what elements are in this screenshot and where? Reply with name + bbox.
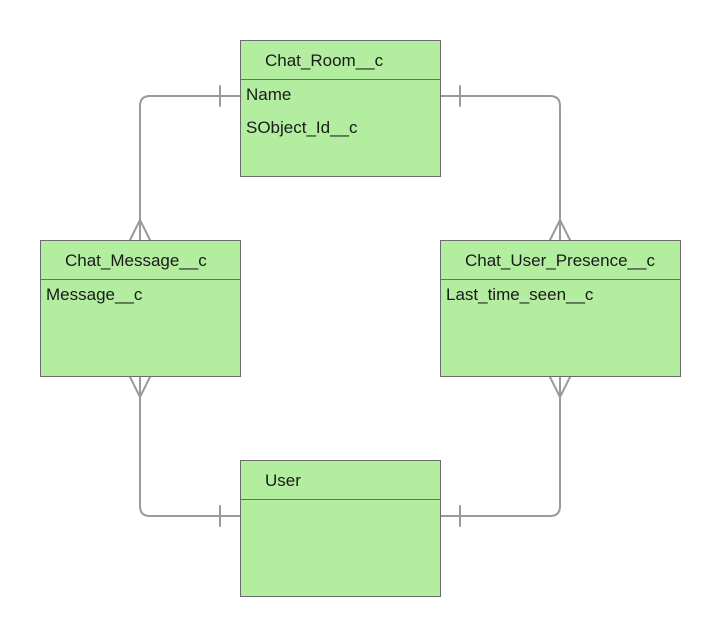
relationship-chat-room-chat-message[interactable] [129, 85, 241, 241]
entity-title: Chat_Room__c [241, 41, 440, 80]
entity-fields: Message__c [41, 280, 240, 376]
field-sobject-id: SObject_Id__c [246, 118, 358, 137]
entity-chat-room[interactable]: Chat_Room__c Name SObject_Id__c [240, 40, 441, 177]
entity-chat-user-presence[interactable]: Chat_User_Presence__c Last_time_seen__c [440, 240, 681, 377]
many-marker [549, 219, 571, 241]
relationship-user-chat-user-presence[interactable] [440, 376, 571, 527]
many-marker [129, 376, 151, 398]
field-last-time-seen: Last_time_seen__c [446, 285, 594, 304]
entity-title: Chat_User_Presence__c [441, 241, 680, 280]
many-marker [129, 219, 151, 241]
entity-title: User [241, 461, 440, 500]
field-name: Name [246, 85, 292, 104]
entity-fields: Name SObject_Id__c [241, 80, 440, 176]
entity-user[interactable]: User [240, 460, 441, 597]
many-marker [549, 376, 571, 398]
relationship-chat-room-chat-user-presence[interactable] [440, 85, 571, 241]
entity-chat-message[interactable]: Chat_Message__c Message__c [40, 240, 241, 377]
entity-title: Chat_Message__c [41, 241, 240, 280]
entity-fields: Last_time_seen__c [441, 280, 680, 376]
relationship-user-chat-message[interactable] [129, 376, 241, 527]
field-message: Message__c [46, 285, 143, 304]
entity-fields [241, 500, 440, 596]
